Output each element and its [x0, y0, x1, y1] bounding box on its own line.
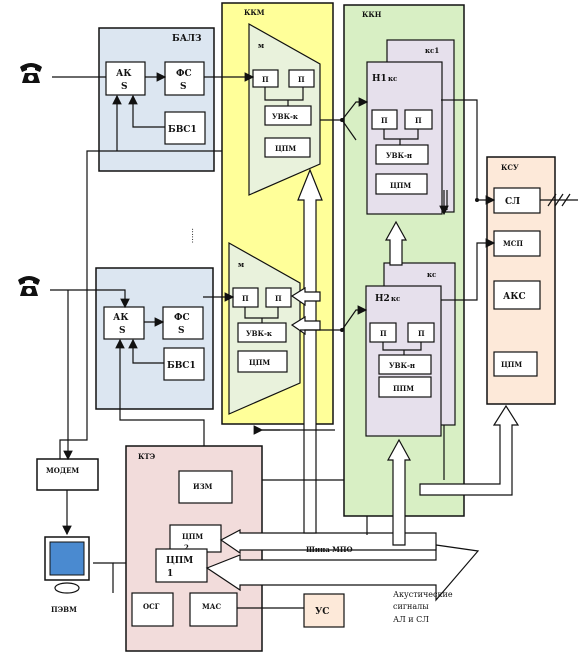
n2-back-tag: кс [427, 270, 436, 279]
kkn-title: ККН [362, 10, 382, 19]
p-box [288, 69, 315, 88]
cpm-label: ЦПМ [275, 144, 296, 153]
cpm1-box [155, 548, 208, 583]
vsk-box [375, 144, 429, 165]
balz-block-upper [98, 27, 215, 172]
ak-label-lower: АК [113, 313, 129, 323]
aks-label: АКС [503, 292, 526, 302]
izm-label: ИЗМ [193, 482, 213, 491]
mas-label: МАС [202, 602, 221, 611]
vsk-box [378, 354, 432, 375]
p-label: П [415, 116, 422, 125]
fs-box-upper [164, 61, 205, 96]
vsk-label: УВК-к [246, 329, 272, 338]
p-label: П [381, 116, 388, 125]
telephone-icon [20, 63, 42, 83]
fs-label-upper: ФС [176, 69, 192, 79]
fs-label-lower: ФС [174, 313, 190, 323]
ksu-cpm-label: ЦПМ [501, 360, 522, 369]
cpm-label: ЦПМ [390, 181, 411, 190]
osg-box [131, 592, 174, 627]
us-label: УС [315, 607, 329, 617]
kkm-bus-arrow [297, 168, 323, 534]
osg-label: ОСГ [143, 602, 160, 611]
cpm2-label: ЦПМ [182, 532, 203, 541]
ak-label-upper: АК [116, 69, 132, 79]
n2-tag: кс [391, 294, 400, 303]
ellipsis-dots: ...... [190, 228, 199, 243]
acoustic-line2: сигналы [393, 602, 429, 611]
cpm-box [237, 350, 288, 373]
pevm-label: ПЭВМ [51, 605, 77, 614]
cpm-box [375, 173, 428, 195]
n2-title: Н2 [375, 294, 390, 304]
msp-box [493, 230, 541, 257]
p-label: П [242, 294, 249, 303]
fs-sub-upper: S [180, 82, 187, 92]
kkn-bus-arrow [386, 438, 412, 546]
kkm-module-lower-tag: м [238, 260, 244, 269]
mas-box [189, 592, 238, 627]
bvs-box-upper [164, 111, 206, 145]
p-label: П [275, 294, 282, 303]
kkm-title: ККМ [244, 8, 265, 17]
kkm-lower-bus-arrow [290, 286, 321, 307]
kkn-n1-n2-arrow [384, 220, 408, 266]
us-box [303, 593, 345, 628]
p-label: П [418, 329, 425, 338]
mpo-bus-label: Шина МПО [306, 545, 353, 554]
msp-label: МСП [503, 239, 523, 248]
p-label: П [380, 329, 387, 338]
ksu-title: КСУ [501, 163, 519, 172]
computer-icon [44, 536, 90, 594]
kte-title: КТЭ [138, 452, 156, 461]
ak-sub-lower: S [119, 326, 126, 336]
bvs-label-lower: БВС1 [167, 361, 196, 371]
vsk-label: УВК-н [386, 151, 412, 160]
acoustic-line3: АЛ и СЛ [393, 615, 429, 624]
izm-box [178, 470, 233, 504]
balz-title: БАЛЗ [172, 34, 201, 44]
mpo-bus-arrow [205, 544, 480, 602]
n1-back-tag: кс1 [425, 46, 439, 55]
cpm-box [378, 376, 432, 398]
cpm1-label: ЦПМ [166, 556, 193, 566]
ak-box-upper [105, 61, 146, 96]
bvs-label-upper: БВС1 [168, 125, 197, 135]
ak-sub-upper: S [121, 82, 128, 92]
cpm-box [264, 137, 311, 158]
cpm2-sub: 2 [184, 543, 189, 552]
vsk-label: УВК-к [272, 112, 298, 121]
modem-label: МОДЕМ [46, 466, 79, 475]
mpo-bus-left-arrow [219, 529, 437, 555]
ksu-bus-arrow [419, 404, 520, 496]
bvs-box-lower [163, 347, 205, 381]
cpm-label: ЦПМ [249, 358, 270, 367]
p-label: П [262, 75, 269, 84]
kkm-module-upper-tag: м [258, 41, 264, 50]
n1-tag: кс [388, 74, 397, 83]
sl-label: СЛ [505, 197, 520, 207]
telephone-icon [18, 276, 40, 296]
cpm1-sub: 1 [167, 569, 173, 579]
vsk-label: УВК-н [389, 361, 415, 370]
p-label: П [298, 75, 305, 84]
fs-sub-lower: S [178, 326, 185, 336]
aks-box [493, 280, 541, 310]
acoustic-line1: Акустические [393, 590, 453, 599]
cpm-label: ППМ [393, 384, 414, 393]
cpm-box [493, 351, 538, 377]
n1-title: Н1 [372, 74, 387, 84]
